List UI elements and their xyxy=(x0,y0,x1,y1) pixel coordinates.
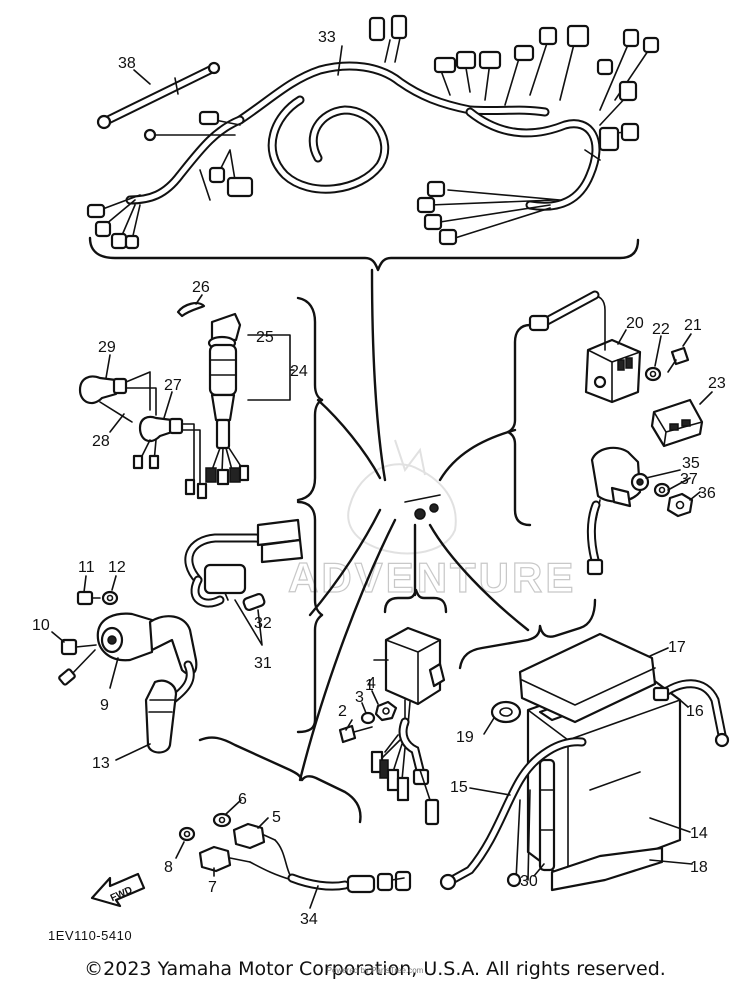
callout-1[interactable]: 1 xyxy=(365,677,374,694)
cable-part-15[interactable] xyxy=(439,737,587,891)
wire-harness-part-33[interactable] xyxy=(86,14,660,250)
credit-watermark: Powered by PartsTree.com xyxy=(326,966,424,975)
breather-hose-part-30[interactable] xyxy=(506,758,556,888)
callout-24[interactable]: 24 xyxy=(290,363,308,380)
callout-18[interactable]: 18 xyxy=(690,859,708,876)
callout-12[interactable]: 12 xyxy=(108,559,126,576)
callout-2[interactable]: 2 xyxy=(338,703,347,720)
nut-part-4[interactable] xyxy=(374,700,398,722)
callout-3[interactable]: 3 xyxy=(355,689,364,706)
callout-4[interactable]: 4 xyxy=(367,675,376,692)
callout-34[interactable]: 34 xyxy=(300,911,318,928)
washer-part-12[interactable] xyxy=(101,590,119,606)
callout-5[interactable]: 5 xyxy=(272,809,281,826)
washer-part-8[interactable] xyxy=(178,826,196,842)
forward-direction-arrow: FWD xyxy=(90,872,146,908)
main-switch-part-24[interactable] xyxy=(205,312,250,486)
battery-cover-part-17[interactable] xyxy=(518,632,657,724)
leader-bottom-left xyxy=(298,518,397,782)
callout-13[interactable]: 13 xyxy=(92,755,110,772)
leader-upper-right xyxy=(438,428,517,482)
pilot-lamp-part-29[interactable] xyxy=(78,371,157,416)
callout-36[interactable]: 36 xyxy=(698,485,716,502)
callout-23[interactable]: 23 xyxy=(708,375,726,392)
fuse-part-32[interactable] xyxy=(242,592,266,612)
callout-28[interactable]: 28 xyxy=(92,433,110,450)
bracket-32-31 xyxy=(234,599,263,646)
washer-part-6[interactable] xyxy=(212,812,232,828)
leader-upper-left xyxy=(316,398,382,480)
washer-part-3[interactable] xyxy=(360,711,376,725)
bracket-battery xyxy=(458,598,597,670)
callout-14[interactable]: 14 xyxy=(690,825,708,842)
bracket-25-24 xyxy=(247,334,295,401)
sub-harness-part-34[interactable] xyxy=(249,839,412,894)
callout-21[interactable]: 21 xyxy=(684,317,702,334)
callout-33[interactable]: 33 xyxy=(318,29,336,46)
bracket-right xyxy=(506,323,532,527)
cdi-unit-part-1[interactable] xyxy=(370,626,446,826)
copyright-notice: ©2023 Yamaha Motor Corporation, U.S.A. A… xyxy=(84,958,666,980)
leader-battery xyxy=(428,523,530,632)
clip-part-26[interactable] xyxy=(176,302,206,318)
coupler-part-23[interactable] xyxy=(650,398,704,448)
diagram-code: 1EV110-5410 xyxy=(48,928,132,943)
callout-32[interactable]: 32 xyxy=(254,615,272,632)
leader-mid-left xyxy=(308,508,382,617)
callout-27[interactable]: 27 xyxy=(164,377,182,394)
callout-11[interactable]: 11 xyxy=(78,559,95,576)
callout-37[interactable]: 37 xyxy=(680,471,698,488)
switch-part-5[interactable] xyxy=(232,822,276,850)
watermark-text: ADVENTURE xyxy=(288,554,576,601)
callout-17[interactable]: 17 xyxy=(668,639,686,656)
grommet-part-19[interactable] xyxy=(490,700,522,724)
regulator-part-20[interactable] xyxy=(528,290,642,404)
watermark-logo xyxy=(347,439,457,555)
leader-harness xyxy=(370,268,387,482)
bulb-part-28[interactable] xyxy=(99,401,133,423)
washer-part-37[interactable] xyxy=(653,482,671,498)
leader-lines xyxy=(51,45,713,909)
bolt-part-2[interactable] xyxy=(338,724,373,744)
callout-25[interactable]: 25 xyxy=(256,329,274,346)
callout-8[interactable]: 8 xyxy=(164,859,173,876)
callout-31[interactable]: 31 xyxy=(254,655,272,672)
callout-29[interactable]: 29 xyxy=(98,339,116,356)
bolt-part-21[interactable] xyxy=(667,346,690,373)
callout-10[interactable]: 10 xyxy=(32,617,50,634)
lead-wire-part-38[interactable] xyxy=(96,61,221,130)
starter-relay-part-35[interactable] xyxy=(586,446,650,576)
bracket-top-group xyxy=(88,236,640,272)
frame-mount-point xyxy=(404,494,441,520)
ignition-coil-part-9[interactable] xyxy=(58,612,198,686)
bracket-left-lower xyxy=(296,500,324,734)
fuse-holder-part-31[interactable] xyxy=(184,518,304,608)
bolt-part-11[interactable] xyxy=(76,590,101,606)
nut-part-36[interactable] xyxy=(666,492,694,518)
callout-22[interactable]: 22 xyxy=(652,321,670,338)
cable-part-16[interactable] xyxy=(652,679,730,748)
battery-pad-part-18[interactable] xyxy=(550,846,664,892)
pilot-lamp-part-27[interactable] xyxy=(132,415,208,500)
bracket-bottom-left xyxy=(198,736,362,824)
switch-part-7[interactable] xyxy=(198,845,251,873)
callout-6[interactable]: 6 xyxy=(238,791,247,808)
callout-26[interactable]: 26 xyxy=(192,279,210,296)
callout-7[interactable]: 7 xyxy=(208,879,217,896)
callout-9[interactable]: 9 xyxy=(100,697,109,714)
bolt-part-10[interactable] xyxy=(60,638,97,656)
callout-20[interactable]: 20 xyxy=(626,315,644,332)
callout-35[interactable]: 35 xyxy=(682,455,700,472)
bracket-left-upper xyxy=(296,296,324,502)
callout-38[interactable]: 38 xyxy=(118,55,136,72)
callout-16[interactable]: 16 xyxy=(686,703,704,720)
callout-15[interactable]: 15 xyxy=(450,779,468,796)
callout-19[interactable]: 19 xyxy=(456,729,474,746)
bracket-center xyxy=(383,588,448,614)
callout-30[interactable]: 30 xyxy=(520,873,538,890)
spark-plug-cap-part-13[interactable] xyxy=(144,660,195,754)
callout-numbers: 1 2 3 4 5 6 7 8 9 10 11 12 13 14 15 16 1… xyxy=(32,29,726,928)
washer-part-22[interactable] xyxy=(644,366,662,382)
